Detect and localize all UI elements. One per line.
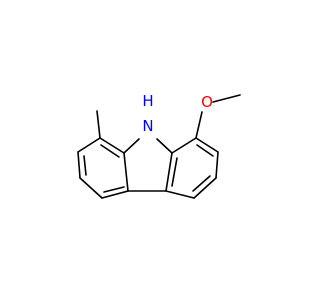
atom-label-nh-hydrogen: H [142,92,153,110]
bond-c1-c2 [77,137,101,153]
bond-c9-o [195,111,203,139]
bond-double-c11-c12 [192,175,211,192]
bond-c12-c8 [165,190,195,199]
bond-c11-c12 [193,177,217,199]
bond-c2-c3 [77,151,81,179]
bonds [77,94,241,199]
bond-methyl [96,110,101,139]
bond-double-c9-c10 [196,144,214,157]
bond-c6-c1 [99,137,125,154]
bond-c3-c4 [79,177,103,199]
bond-c6-n [123,138,140,154]
bond-c7-c9 [171,137,197,154]
bond-c8-c7 [165,152,173,192]
bond-c5-c6 [123,152,129,192]
bond-double-c4-c5 [103,186,125,193]
bond-c9-c10 [195,137,219,153]
bond-c10-c11 [215,151,219,179]
bond-c4-c5 [101,190,129,199]
bond-o-ch3 [212,94,241,103]
atom-label-nitrogen: N [142,117,153,135]
atom-labels: H N O [142,92,213,135]
bond-n-c7 [156,138,173,154]
bond-double-c6-c1 [100,144,120,158]
molecule-structure: H N O [77,92,241,199]
bond-double-c2-c3 [83,155,87,176]
atom-label-oxygen: O [201,93,213,111]
bond-double-c8-c7 [171,157,178,187]
